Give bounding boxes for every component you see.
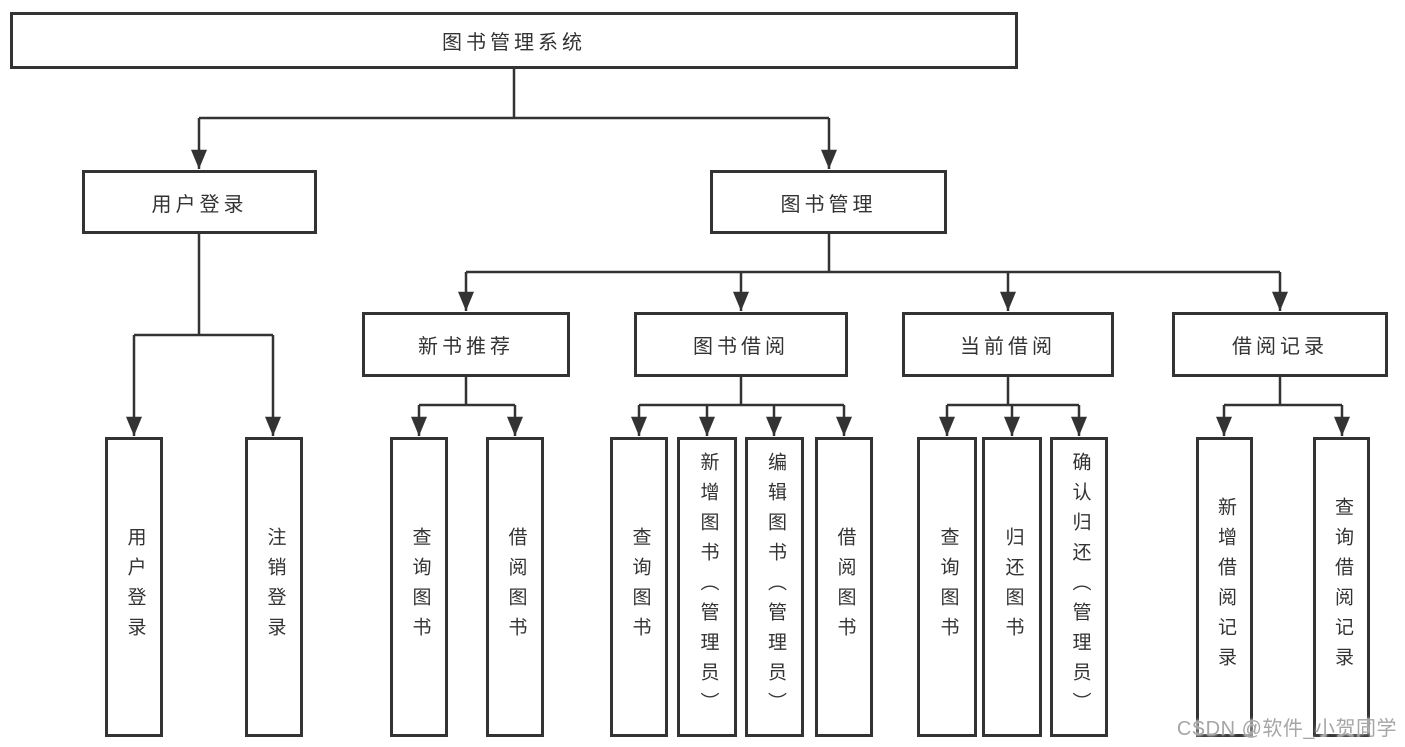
node-label: 图书管理 bbox=[780, 193, 877, 216]
leaf-confirm-return-admin: 确认归还（管理员） bbox=[1050, 437, 1108, 737]
connector-records-to-leaves bbox=[1224, 377, 1342, 407]
node-label: 查询图书 bbox=[629, 527, 651, 647]
node-label: 当前借阅 bbox=[960, 336, 1056, 358]
node-current-borrowing: 当前借阅 bbox=[902, 312, 1114, 377]
node-book-management: 图书管理 bbox=[710, 170, 947, 234]
connector-newbook-to-leaves bbox=[419, 377, 515, 407]
node-borrow-records: 借阅记录 bbox=[1172, 312, 1388, 377]
node-label: 借阅图书 bbox=[505, 527, 527, 647]
node-user-login: 用户登录 bbox=[82, 170, 317, 234]
leaf-borrowing-borrow-books: 借阅图书 bbox=[815, 437, 873, 737]
leaf-user-login: 用户登录 bbox=[105, 437, 163, 737]
node-label: 新增借阅记录 bbox=[1214, 497, 1236, 677]
node-label: 用户登录 bbox=[151, 193, 248, 216]
node-label: 新书推荐 bbox=[418, 336, 514, 358]
node-label: 编辑图书（管理员） bbox=[764, 452, 786, 722]
node-new-book-recommend: 新书推荐 bbox=[362, 312, 570, 377]
leaf-return-books: 归还图书 bbox=[982, 437, 1042, 737]
node-label: 借阅记录 bbox=[1232, 336, 1328, 358]
connector-borrowing-to-leaves bbox=[639, 377, 844, 407]
node-label: 新增图书（管理员） bbox=[697, 452, 719, 722]
leaf-logout-login: 注销登录 bbox=[245, 437, 303, 737]
node-label: 查询借阅记录 bbox=[1331, 497, 1353, 677]
connector-root-to-level2 bbox=[199, 69, 829, 120]
node-library-system: 图书管理系统 bbox=[10, 12, 1018, 69]
node-label: 归还图书 bbox=[1002, 527, 1024, 647]
node-label: 确认归还（管理员） bbox=[1069, 452, 1091, 722]
node-label: 图书借阅 bbox=[693, 336, 789, 358]
node-label: 查询图书 bbox=[937, 527, 959, 647]
node-label: 图书管理系统 bbox=[442, 32, 586, 54]
node-label: 借阅图书 bbox=[834, 527, 856, 647]
csdn-watermark: CSDN @软件_小贺同学 bbox=[1176, 718, 1397, 740]
leaf-recommend-query-books: 查询图书 bbox=[390, 437, 448, 737]
leaf-edit-books-admin: 编辑图书（管理员） bbox=[745, 437, 804, 737]
leaf-query-borrow-record: 查询借阅记录 bbox=[1313, 437, 1370, 737]
node-label: 用户登录 bbox=[124, 527, 146, 647]
node-label: 注销登录 bbox=[264, 527, 286, 647]
leaf-add-borrow-record: 新增借阅记录 bbox=[1196, 437, 1253, 737]
connector-bookmgmt-to-level3 bbox=[466, 234, 1280, 274]
leaf-recommend-borrow-books: 借阅图书 bbox=[486, 437, 544, 737]
connector-userlogin-to-leaves bbox=[134, 234, 273, 337]
leaf-add-books-admin: 新增图书（管理员） bbox=[677, 437, 737, 737]
node-book-borrowing: 图书借阅 bbox=[634, 312, 848, 377]
leaf-borrowing-query-books: 查询图书 bbox=[610, 437, 668, 737]
connector-current-to-leaves bbox=[947, 377, 1079, 407]
node-label: 查询图书 bbox=[409, 527, 431, 647]
leaf-current-query-books: 查询图书 bbox=[917, 437, 977, 737]
